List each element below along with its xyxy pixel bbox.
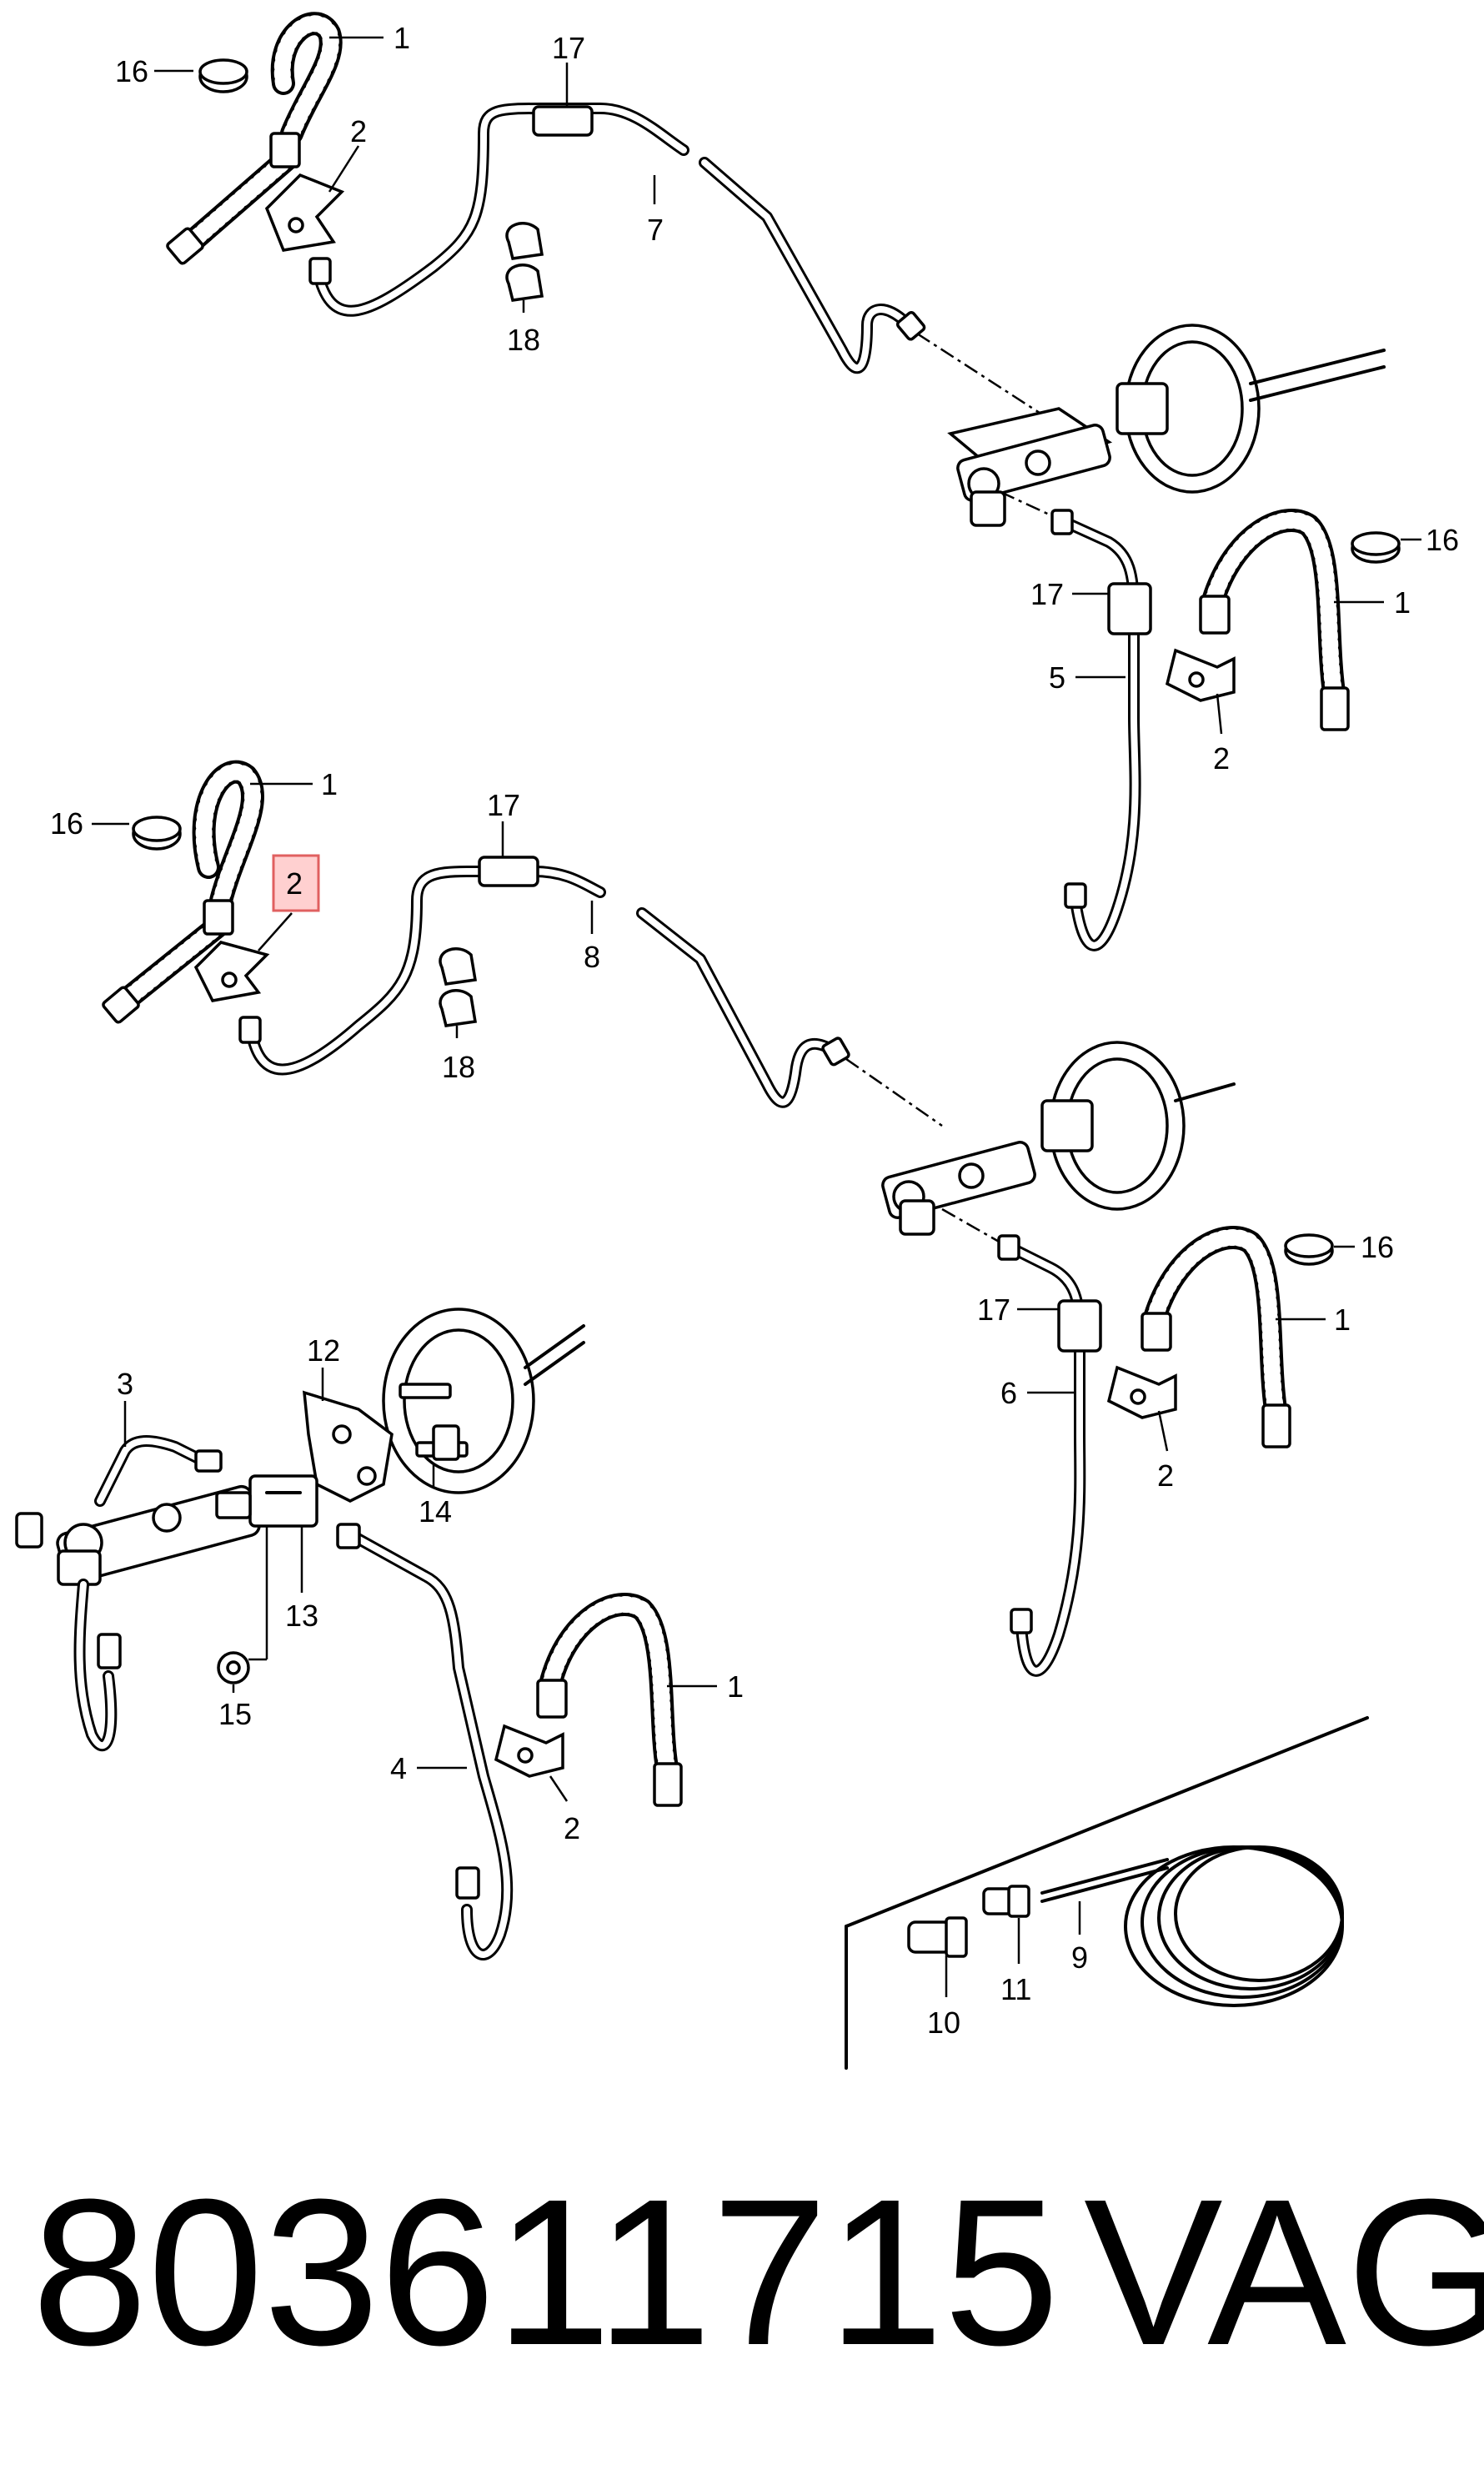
callout-17: 17 [977, 1293, 1010, 1327]
middle-assembly [102, 760, 1334, 1677]
callout-18: 18 [442, 1050, 475, 1084]
distribution-block [248, 1474, 318, 1528]
callout-18: 18 [507, 323, 540, 357]
inset-panel [845, 1716, 1369, 2070]
brand-name: VAG [1084, 2156, 1484, 2388]
callout-13: 13 [285, 1599, 318, 1633]
callout-7: 7 [647, 213, 664, 247]
coil-pipe [1040, 1858, 1169, 1895]
callout-12: 12 [307, 1333, 340, 1368]
callout-8: 8 [584, 940, 600, 974]
callout-2: 2 [1157, 1458, 1174, 1493]
callout-10: 10 [927, 2006, 960, 2040]
callout-6: 6 [1000, 1376, 1017, 1410]
callout-1: 1 [1334, 1303, 1351, 1337]
callout-14: 14 [419, 1494, 452, 1529]
callout-17: 17 [1030, 577, 1064, 611]
callout-16: 16 [1426, 523, 1459, 557]
pipe-clamp [439, 947, 478, 986]
callout-1: 1 [394, 21, 410, 55]
pipe-clip [478, 856, 539, 887]
brake-pipe [344, 1529, 514, 1960]
callout-1: 1 [321, 767, 338, 801]
callout-11: 11 [1000, 1972, 1031, 2006]
pipe-clip [532, 105, 594, 137]
callout-16: 16 [1361, 1230, 1394, 1264]
highlighted-callout-box [272, 854, 320, 912]
callout-16: 16 [115, 54, 148, 88]
brake-pipe [311, 103, 689, 317]
callout-2: 2 [350, 114, 367, 148]
callout-16: 16 [50, 806, 83, 841]
bracket [264, 173, 345, 252]
callout-17: 17 [552, 31, 585, 65]
bracket [193, 941, 270, 1002]
bottom-assembly [15, 1308, 683, 1960]
callout-2: 2 [1213, 741, 1230, 776]
callout-5: 5 [1049, 660, 1065, 695]
callout-1: 1 [727, 1669, 744, 1704]
pipe-clamp [505, 222, 544, 260]
callouts: 1 16 2 17 7 18 17 5 1 16 2 1 16 2 17 8 1… [50, 21, 1459, 2040]
callout-9: 9 [1071, 1940, 1088, 1975]
callout-4: 4 [390, 1751, 407, 1785]
callout-17: 17 [487, 788, 520, 822]
callout-2: 2 [564, 1811, 580, 1845]
pipe-clip [1107, 582, 1152, 635]
pipe-fitting [907, 1920, 952, 1954]
pipe-clip [1057, 1299, 1102, 1353]
callout-15: 15 [218, 1697, 252, 1731]
top-assembly [166, 12, 1401, 951]
callout-3: 3 [117, 1367, 133, 1401]
callout-2-highlighted[interactable]: 2 [286, 866, 303, 901]
part-number: 803611715 [32, 2156, 1060, 2388]
callout-1: 1 [1394, 585, 1411, 620]
